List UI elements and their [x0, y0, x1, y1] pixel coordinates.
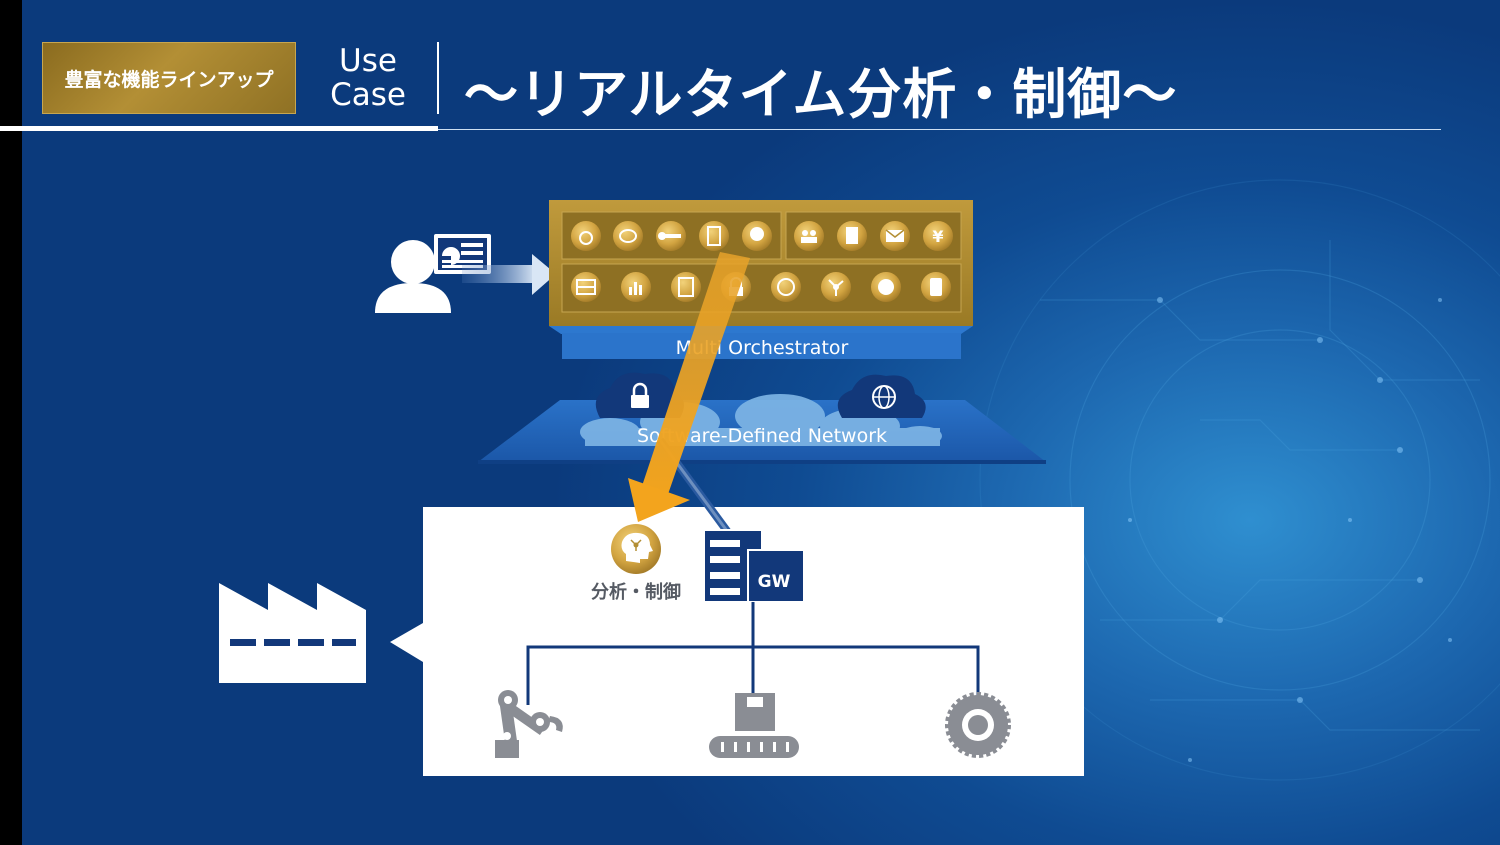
profile-card-icon: [434, 234, 491, 274]
left-edge-strip: [0, 0, 22, 130]
network-icon: [821, 272, 851, 302]
factory-icon: [219, 583, 366, 683]
document-icon: [837, 221, 867, 251]
sdn-layer: Software-Defined Network: [478, 394, 1046, 464]
door-icon: [699, 221, 729, 251]
firewall-icon: [571, 272, 601, 302]
gateway-label: GW: [758, 572, 791, 592]
yen-icon: ¥: [923, 221, 953, 251]
svg-text:¥: ¥: [932, 227, 943, 246]
use-case-label: Use Case: [318, 44, 418, 112]
header-rule-thin: [438, 129, 1441, 130]
brain-icon: [742, 221, 772, 251]
mail-icon: [880, 221, 910, 251]
sdn-label: Software-Defined Network: [637, 425, 887, 447]
use-case-line1: Use: [339, 43, 397, 79]
chart-icon: [621, 272, 651, 302]
device-network-lines: [526, 602, 980, 705]
sync-icon: [613, 221, 643, 251]
compass-icon: [771, 272, 801, 302]
header-divider: [437, 42, 439, 114]
internet-cloud-icon: [837, 374, 926, 418]
key-icon: [656, 221, 686, 251]
bag-icon: [571, 221, 601, 251]
edge-function-label: 分析・制御: [591, 581, 681, 603]
gateway-server-icon: GW: [703, 529, 805, 603]
function-catalog-panel: [549, 200, 973, 326]
analysis-brain-icon: [611, 524, 661, 574]
badge-label: 豊富な機能ラインアップ: [64, 68, 274, 91]
conveyor-box-icon: [709, 693, 799, 758]
left-edge-bar: [0, 130, 22, 845]
mobile-icon: [921, 272, 951, 302]
user-icon: [375, 240, 451, 313]
feature-lineup-badge: 豊富な機能ラインアップ: [42, 42, 296, 114]
people-icon: [794, 221, 824, 251]
robot-arm-icon: [495, 690, 563, 758]
multi-orchestrator-band: Multi Orchestrator: [549, 326, 973, 359]
use-case-line2: Case: [330, 77, 406, 113]
globe-icon: [871, 272, 901, 302]
deploy-arrow: [628, 252, 750, 522]
request-arrow: [462, 254, 556, 295]
gear-icon: [945, 692, 1011, 758]
secure-cloud-icon: [595, 372, 684, 418]
header-rule-thick: [0, 126, 438, 131]
page-title: 〜リアルタイム分析・制御〜: [464, 63, 1178, 126]
server-icon: [671, 272, 701, 302]
